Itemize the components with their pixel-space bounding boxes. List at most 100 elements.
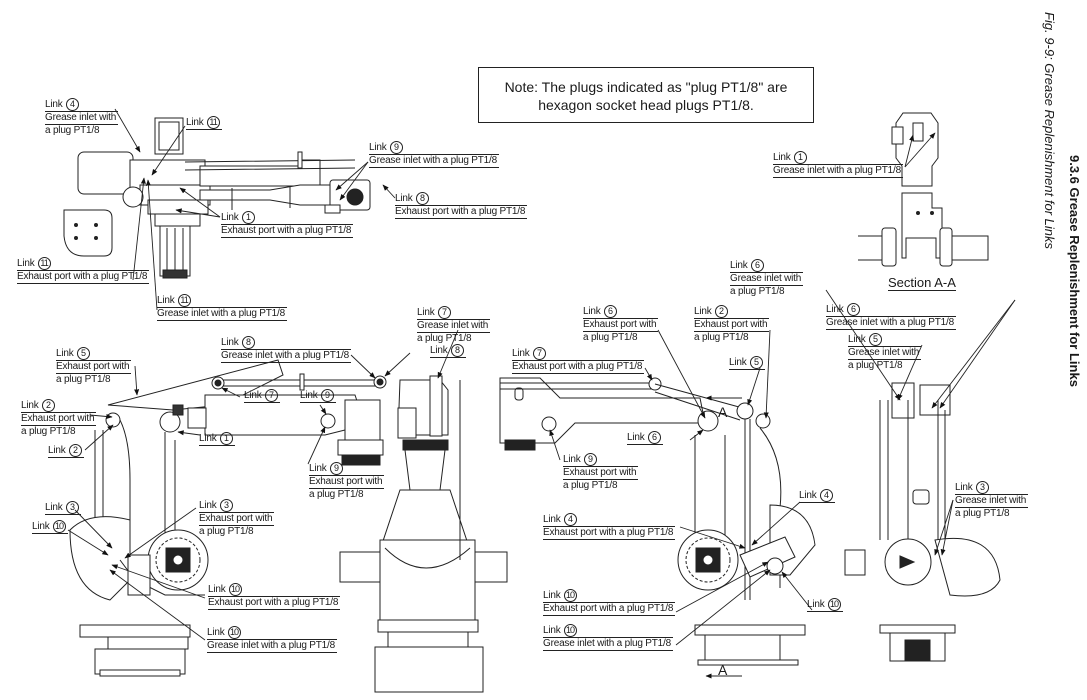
callout-description: Exhaust port with a plug PT1/8 [543, 603, 676, 616]
leader-lines [67, 108, 1016, 679]
callout-description: Grease inlet with [848, 347, 922, 360]
link-word: Link [512, 348, 530, 359]
link-number-badge: 11 [177, 294, 191, 307]
link-word: Link [207, 627, 225, 638]
view-marker-a-top: A [718, 404, 728, 420]
callout-description: a plug PT1/8 [417, 333, 472, 344]
link-number-badge: 7 [532, 347, 546, 360]
front-view-robot [339, 375, 508, 693]
link-number-badge: 4 [563, 513, 577, 526]
section-aa-drawing [858, 112, 989, 267]
link-number-badge: 10 [827, 598, 841, 611]
link-number-badge: 8 [450, 344, 464, 357]
note-line-2: hexagon socket head plugs PT1/8. [538, 97, 754, 113]
callout-description: Exhaust port with a plug PT1/8 [17, 271, 150, 284]
link-word: Link [583, 306, 601, 317]
link-word: Link [955, 482, 973, 493]
note-line-1: Note: The plugs indicated as "plug PT1/8… [504, 79, 788, 95]
callout-description: a plug PT1/8 [955, 508, 1010, 519]
link-word: Link [395, 193, 413, 204]
link-word: Link [430, 345, 448, 356]
callout-description: Grease inlet with a plug PT1/8 [207, 640, 337, 653]
link-word: Link [56, 348, 74, 359]
left-view-robot [69, 359, 387, 677]
link-number-badge: 9 [583, 453, 597, 466]
callout-description: a plug PT1/8 [730, 286, 785, 297]
link-number-badge: 10 [563, 624, 577, 637]
link-word: Link [32, 521, 50, 532]
link-number-badge: 6 [846, 303, 860, 316]
callout-description: a plug PT1/8 [583, 332, 638, 343]
link-word: Link [729, 357, 747, 368]
link-number-badge: 3 [975, 481, 989, 494]
view-marker-a-bottom: A [718, 662, 728, 678]
link-word: Link [45, 99, 63, 110]
link-number-badge: 10 [228, 583, 242, 596]
callout-description: Grease inlet with a plug PT1/8 [543, 638, 673, 651]
link-number-badge: 4 [65, 98, 79, 111]
link-word: Link [563, 454, 581, 465]
link-word: Link [543, 514, 561, 525]
link-word: Link [208, 584, 226, 595]
link-number-badge: 7 [264, 389, 278, 402]
link-word: Link [730, 260, 748, 271]
link-word: Link [694, 306, 712, 317]
link-number-badge: 10 [227, 626, 241, 639]
callout-description: Grease inlet with [45, 112, 119, 125]
callout-description: a plug PT1/8 [309, 489, 364, 500]
callout-description: Grease inlet with [955, 495, 1029, 508]
callout-description: Grease inlet with a plug PT1/8 [369, 155, 499, 168]
link-number-badge: 1 [219, 432, 233, 445]
callout-description: Grease inlet with a plug PT1/8 [221, 350, 351, 363]
link-word: Link [199, 500, 217, 511]
callout-description: Exhaust port with [309, 476, 385, 489]
link-number-badge: 5 [749, 356, 763, 369]
link-number-badge: 6 [647, 431, 661, 444]
link-number-badge: 6 [603, 305, 617, 318]
right-view-robot [499, 377, 816, 666]
section-heading: 9.3.6 Grease Replenishment for Links [1067, 155, 1082, 387]
callout-description: Exhaust port with a plug PT1/8 [221, 225, 354, 238]
callout-description: Exhaust port with a plug PT1/8 [208, 597, 341, 610]
link-word: Link [157, 295, 175, 306]
link-word: Link [221, 337, 239, 348]
callout-description: Exhaust port with [21, 413, 97, 426]
link-word: Link [244, 390, 262, 401]
link-word: Link [799, 490, 817, 501]
